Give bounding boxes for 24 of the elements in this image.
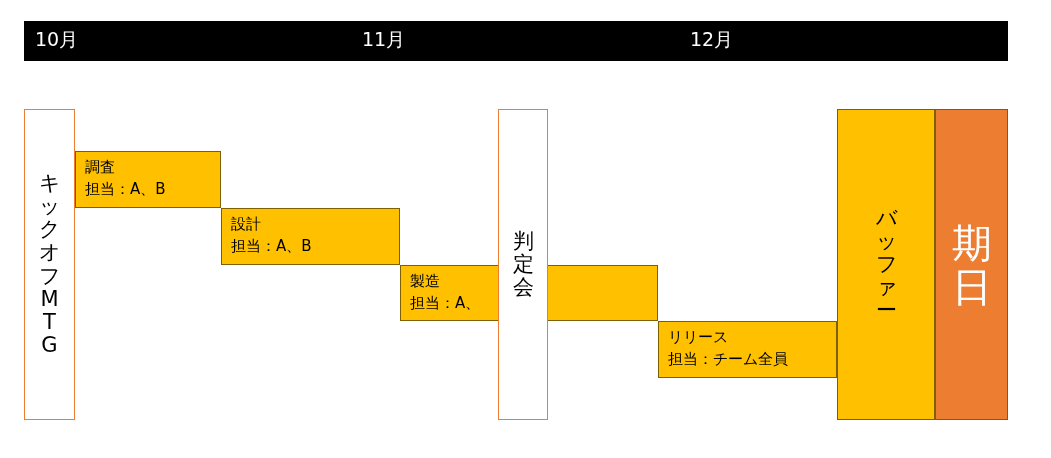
assignee-text: 担当：A、 [410,293,482,314]
task-name: リリース [668,327,729,348]
task-name: 製造 [410,271,441,292]
vertical-label: キックオフMTG [39,172,60,357]
task-bar [658,321,837,378]
task-name: 調査 [85,157,116,178]
task-name: 設計 [231,214,262,235]
assignee-text: 担当：A、B [231,236,313,257]
task-bar [221,208,400,265]
assignee-text: 担当：A、B [85,179,167,200]
milestone-box [498,109,548,420]
vertical-label: 判定会 [512,229,534,300]
buffer-box [837,109,935,420]
month-label: 12月 [690,27,734,52]
deadline-box [935,109,1008,420]
vertical-label: 期日 [951,220,992,309]
task-bar [75,151,221,208]
task-bar-continuation [548,265,658,321]
month-label: 10月 [35,27,79,52]
assignee-text: 担当：チーム全員 [668,349,789,370]
month-label: 11月 [362,27,406,52]
vertical-label: バッファー [875,206,897,323]
milestone-box [24,109,75,420]
task-bar [400,265,498,321]
